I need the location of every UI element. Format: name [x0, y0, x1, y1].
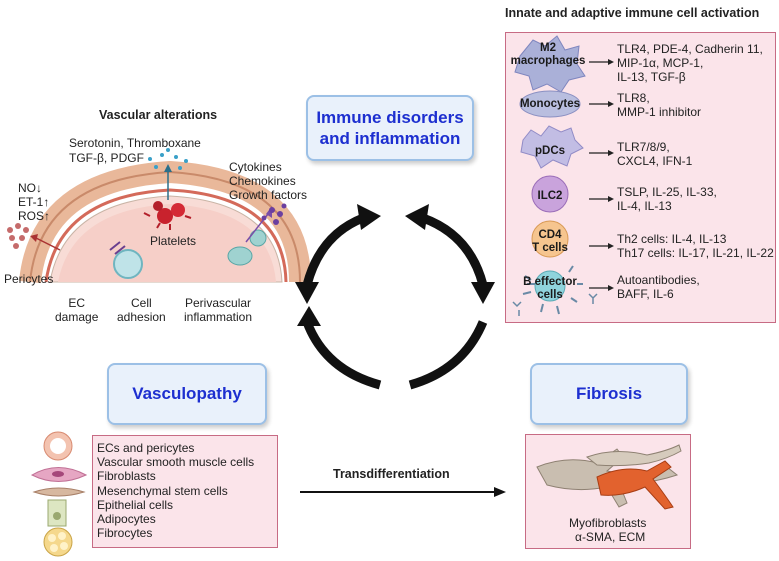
ilc2-icon — [531, 175, 569, 213]
markers-beffector: Autoantibodies, BAFF, IL-6 — [617, 273, 700, 301]
cell-name-monocytes: Monocytes — [519, 98, 581, 110]
markers-monocytes: TLR8, MMP-1 inhibitor — [617, 91, 702, 119]
myofibroblasts-label: Myofibroblasts — [569, 516, 647, 530]
macrophage-icon — [514, 35, 586, 93]
cell-adhesion-label: Cell adhesion — [117, 296, 166, 324]
immune-disorders-title: Immune disorders and inflammation — [306, 95, 474, 161]
list-item: ECs and pericytes — [97, 441, 195, 455]
pdc-icon — [520, 125, 584, 169]
immune-cells-art — [512, 35, 614, 316]
ros-label: ROS↑ — [18, 209, 51, 223]
chemokines-label: Chemokines — [229, 174, 296, 188]
et1-label: ET-1↑ — [18, 195, 50, 209]
cd4-tcell-icon — [531, 220, 569, 258]
myofibroblast-icon — [536, 444, 682, 510]
perivascular-label: Perivascular inflammation — [184, 296, 253, 324]
cell-name-beffector: B effector cells — [523, 276, 577, 301]
fibrosis-text: Fibrosis — [575, 384, 643, 403]
cytokines-label: Cytokines — [229, 160, 282, 174]
cell-types-art — [30, 431, 88, 557]
vasculopathy-text: Vasculopathy — [132, 384, 242, 403]
asma-ecm-label: α-SMA, ECM — [575, 530, 646, 544]
fibrosis-title: Fibrosis — [530, 363, 688, 425]
no-label: NO↓ — [18, 181, 42, 195]
vascular-title: Vascular alterations — [99, 108, 218, 122]
cell-name-ilc2: ILC2 — [537, 190, 563, 202]
list-item: Mesenchymal stem cells — [97, 483, 228, 498]
vasculopathy-list: ECs and pericytes Vascular smooth muscle… — [97, 441, 254, 540]
pericytes-label: Pericytes — [4, 272, 54, 286]
list-item: Fibrocytes — [97, 526, 153, 541]
bcell-icon — [512, 265, 598, 316]
adipocyte-icon — [43, 527, 73, 557]
ec-damage-label: EC damage — [55, 296, 99, 324]
list-item: Epithelial cells — [97, 497, 174, 512]
cycle-arrows — [295, 204, 495, 390]
monocyte-icon — [519, 90, 581, 118]
vessel-ring-icon — [43, 431, 73, 461]
vasculopathy-list-box — [92, 435, 278, 548]
tgf-label: TGF-β, PDGF — [69, 151, 144, 165]
list-item: Adipocytes — [97, 512, 156, 527]
markers-ilc2: TSLP, IL-25, IL-33, IL-4, IL-13 — [617, 185, 717, 213]
smooth-muscle-icon — [30, 467, 88, 482]
cell-name-pdcs: pDCs — [534, 145, 566, 157]
growth-label: Growth factors — [229, 188, 308, 202]
platelet-icon — [143, 201, 192, 230]
platelets-label: Platelets — [150, 234, 197, 248]
transdiff-label: Transdifferentiation — [333, 467, 450, 481]
list-item: Fibroblasts — [97, 469, 156, 484]
markers-cd4: Th2 cells: IL-4, IL-13 Th17 cells: IL-17… — [617, 232, 774, 260]
transdiff-arrow — [300, 487, 506, 497]
cell-name-cd4: CD4 T cells — [532, 229, 568, 254]
fibroblast-icon — [32, 487, 86, 497]
immune-disorders-text: Immune disorders and inflammation — [316, 108, 464, 148]
list-item: Vascular smooth muscle cells — [97, 455, 255, 470]
innate-heading: Innate and adaptive immune cell activati… — [505, 6, 760, 20]
cell-name-macrophages: M2 macrophages — [510, 42, 586, 67]
markers-macrophages: TLR4, PDE-4, Cadherin 11, MIP-1α, MCP-1,… — [617, 42, 763, 84]
vasculopathy-title: Vasculopathy — [107, 363, 267, 425]
myofibroblast-art — [536, 444, 682, 510]
markers-pdcs: TLR7/8/9, CXCL4, IFN-1 — [617, 140, 693, 168]
epithelial-icon — [47, 499, 67, 527]
vessel-illustration — [7, 148, 311, 284]
serotonin-label: Serotonin, Thromboxane — [69, 136, 201, 150]
leukocyte-icon — [109, 241, 143, 279]
